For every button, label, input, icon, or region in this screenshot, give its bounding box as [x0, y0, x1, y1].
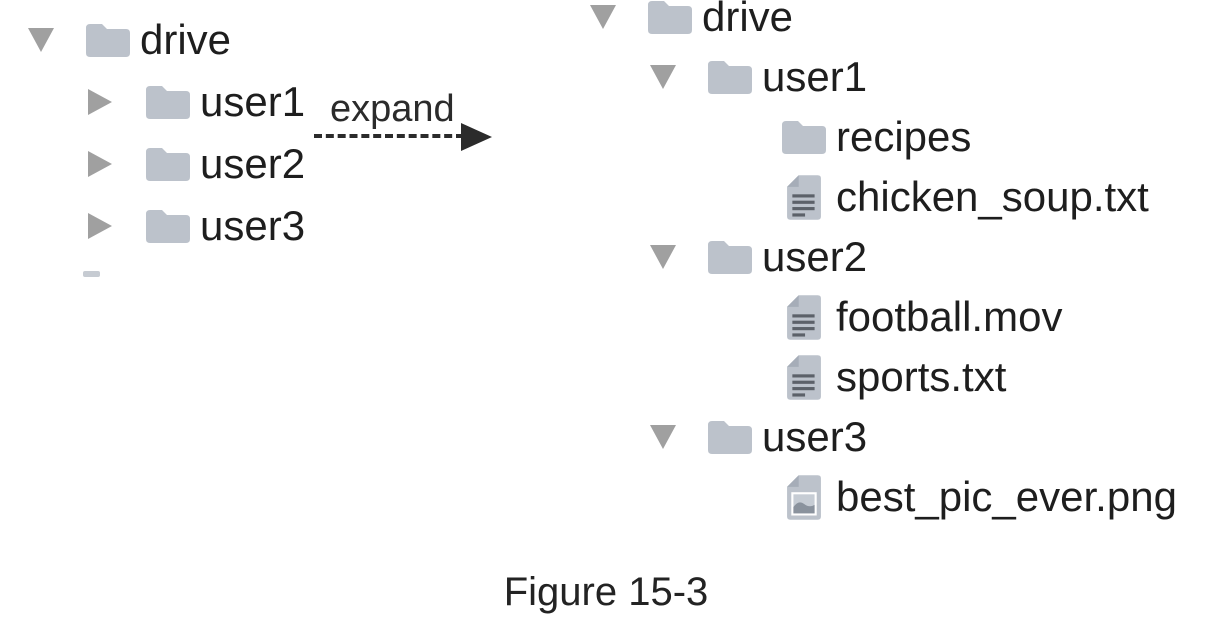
tree-item-best-pic-ever-png[interactable]: best_pic_ever.png — [590, 467, 1177, 527]
disclosure-triangle-down-icon[interactable] — [590, 5, 616, 29]
tree-item-user3[interactable]: user3 — [590, 407, 1177, 467]
disclosure-triangle-right-icon[interactable] — [88, 151, 112, 177]
tree-item-user2[interactable]: user2 — [590, 227, 1177, 287]
disclosure-triangle-down-icon[interactable] — [650, 245, 676, 269]
tree-item-drive[interactable]: drive — [28, 9, 305, 71]
tree-item-football-mov[interactable]: football.mov — [590, 287, 1177, 347]
tree-item-user1[interactable]: user1 — [28, 71, 305, 133]
tree-item-label: user3 — [200, 202, 306, 249]
clipped-row-fragment — [83, 271, 100, 277]
folder-icon — [646, 0, 694, 41]
folder-icon — [780, 113, 828, 161]
text-file-icon — [780, 353, 828, 401]
folder-icon — [144, 78, 192, 126]
tree-item-label: best_pic_ever.png — [836, 473, 1177, 520]
expand-arrow-line — [314, 134, 464, 138]
tree-item-label: sports.txt — [836, 353, 1007, 400]
expand-label: expand — [330, 88, 455, 130]
tree-item-label: user1 — [762, 53, 868, 100]
tree-item-recipes[interactable]: recipes — [590, 107, 1177, 167]
tree-before-expand: drive user1 user2 user3 — [28, 9, 305, 257]
folder-icon — [144, 140, 192, 188]
disclosure-triangle-right-icon[interactable] — [88, 89, 112, 115]
expand-arrow-head-icon — [461, 123, 492, 151]
tree-item-label: recipes — [836, 113, 972, 160]
text-file-icon — [780, 293, 828, 341]
tree-item-chicken-soup-txt[interactable]: chicken_soup.txt — [590, 167, 1177, 227]
disclosure-triangle-down-icon[interactable] — [650, 425, 676, 449]
tree-after-expand: drive user1 recipes chicken_soup.txt — [590, 0, 1177, 527]
figure-caption: Figure 15-3 — [503, 570, 709, 614]
tree-item-label: drive — [140, 16, 232, 63]
disclosure-triangle-right-icon[interactable] — [88, 213, 112, 239]
disclosure-triangle-down-icon[interactable] — [650, 65, 676, 89]
image-file-icon — [780, 473, 828, 521]
tree-item-user3[interactable]: user3 — [28, 195, 305, 257]
tree-item-user2[interactable]: user2 — [28, 133, 305, 195]
folder-icon — [706, 53, 754, 101]
tree-item-label: drive — [702, 0, 794, 40]
tree-item-user1[interactable]: user1 — [590, 47, 1177, 107]
tree-item-label: user2 — [200, 140, 306, 187]
text-file-icon — [780, 173, 828, 221]
tree-item-drive[interactable]: drive — [590, 0, 1177, 47]
tree-item-label: user3 — [762, 413, 868, 460]
tree-item-label: user1 — [200, 78, 306, 125]
tree-item-sports-txt[interactable]: sports.txt — [590, 347, 1177, 407]
disclosure-triangle-down-icon[interactable] — [28, 28, 54, 52]
folder-icon — [706, 233, 754, 281]
folder-icon — [706, 413, 754, 461]
tree-item-label: football.mov — [836, 293, 1063, 340]
tree-item-label: user2 — [762, 233, 868, 280]
tree-item-label: chicken_soup.txt — [836, 173, 1149, 220]
folder-icon — [84, 16, 132, 64]
folder-icon — [144, 202, 192, 250]
